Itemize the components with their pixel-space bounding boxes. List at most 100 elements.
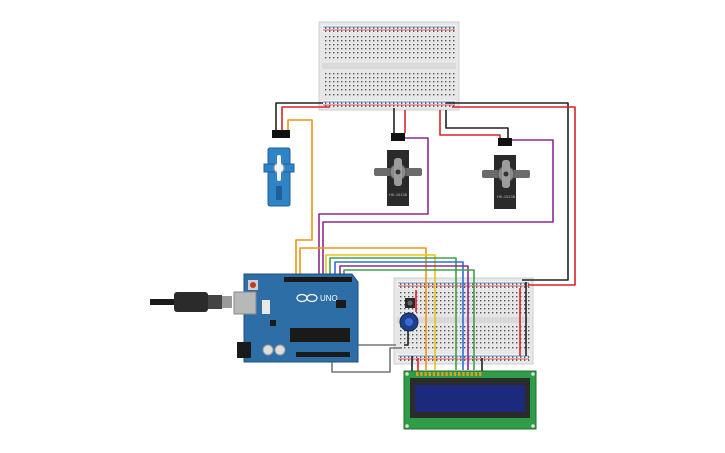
breadboard-hole [417, 77, 419, 79]
breadboard-hole [433, 44, 435, 46]
servo-2[interactable]: HK-15138 [374, 133, 422, 206]
breadboard-hole [452, 330, 454, 332]
wire-blue-pin[interactable] [334, 261, 464, 370]
breadboard-hole [341, 44, 343, 46]
micro-servo[interactable] [263, 130, 295, 207]
breadboard-hole [524, 312, 526, 314]
breadboard-hole [496, 300, 498, 302]
wire-servo2-signal[interactable] [318, 137, 429, 280]
breadboard-hole [472, 347, 474, 349]
breadboard-hole [397, 44, 399, 46]
breadboard-top[interactable] [318, 21, 460, 111]
breadboard-hole [341, 77, 343, 79]
breadboard-hole [424, 296, 426, 298]
wire-servo3-ground[interactable] [445, 110, 509, 138]
breadboard-hole [421, 77, 423, 79]
breadboard-hole [445, 105, 447, 107]
breadboard-hole [416, 338, 418, 340]
breadboard-hole [452, 342, 454, 344]
breadboard-hole [460, 283, 462, 285]
breadboard-hole [480, 283, 482, 285]
breadboard-hole [357, 30, 359, 32]
servo-3[interactable]: HK-15138 [482, 138, 530, 209]
breadboard-hole [444, 342, 446, 344]
breadboard-hole [500, 359, 502, 361]
breadboard-hole [373, 30, 375, 32]
wire-gray-a[interactable] [331, 347, 402, 373]
breadboard-hole [480, 286, 482, 288]
breadboard-hole [413, 48, 415, 50]
breadboard-hole [337, 73, 339, 75]
breadboard-hole [405, 102, 407, 104]
wire-servo3-power[interactable] [439, 110, 501, 140]
breadboard-hole [369, 89, 371, 91]
breadboard-hole [488, 359, 490, 361]
pushbutton[interactable] [405, 298, 415, 308]
breadboard-hole [464, 356, 466, 358]
breadboard-hole [437, 57, 439, 59]
breadboard-hole [385, 48, 387, 50]
lcd-pin [416, 372, 419, 376]
wire-micro-servo-ground[interactable] [275, 102, 323, 130]
breadboard-hole [393, 94, 395, 96]
breadboard-hole [453, 85, 455, 87]
lcd-pin [424, 372, 427, 376]
wire-pot-ground[interactable] [404, 327, 409, 346]
lcd-display[interactable] [403, 370, 537, 430]
wire-purple-pin[interactable] [339, 265, 469, 370]
breadboard-hole [424, 283, 426, 285]
breadboard-hole [448, 347, 450, 349]
usb-cable[interactable] [150, 292, 232, 312]
breadboard-hole [401, 77, 403, 79]
breadboard-hole [433, 40, 435, 42]
breadboard-hole [409, 52, 411, 54]
breadboard-hole [453, 52, 455, 54]
breadboard-hole [353, 81, 355, 83]
breadboard-hole [421, 36, 423, 38]
breadboard-hole [492, 286, 494, 288]
breadboard-hole [389, 40, 391, 42]
breadboard-hole [516, 308, 518, 310]
potentiometer[interactable] [399, 312, 419, 332]
breadboard-hole [353, 85, 355, 87]
breadboard-hole [512, 308, 514, 310]
breadboard-hole [488, 292, 490, 294]
breadboard-hole [512, 286, 514, 288]
breadboard-hole [417, 52, 419, 54]
breadboard-hole [401, 94, 403, 96]
breadboard-hole [365, 48, 367, 50]
wire-micro-servo-signal[interactable] [287, 119, 313, 280]
wire-yellow-pin[interactable] [325, 254, 436, 370]
wire-ground-top-to-right[interactable] [446, 102, 569, 281]
breadboard-hole [429, 40, 431, 42]
breadboard-hole [508, 326, 510, 328]
breadboard-hole [508, 359, 510, 361]
wire-power-top-to-right[interactable] [452, 106, 576, 286]
breadboard-hole [404, 296, 406, 298]
breadboard-hole [333, 102, 335, 104]
arduino-uno[interactable]: UNO [233, 273, 359, 363]
breadboard-hole [400, 308, 402, 310]
breadboard-hole [429, 77, 431, 79]
wire-orange-pin[interactable] [299, 247, 427, 370]
breadboard-hole [496, 342, 498, 344]
breadboard-hole [492, 326, 494, 328]
breadboard-hole [444, 300, 446, 302]
breadboard-hole [409, 85, 411, 87]
breadboard-hole [408, 356, 410, 358]
breadboard-hole [484, 286, 486, 288]
breadboard-hole [428, 304, 430, 306]
breadboard-hole [432, 338, 434, 340]
breadboard-hole [361, 94, 363, 96]
breadboard-hole [404, 342, 406, 344]
breadboard-hole [512, 347, 514, 349]
breadboard-hole [504, 312, 506, 314]
breadboard-hole [425, 85, 427, 87]
wire-green-pin-a[interactable] [329, 257, 457, 370]
breadboard-hole [337, 30, 339, 32]
wire-servo3-signal[interactable] [322, 139, 554, 280]
breadboard-hole [421, 73, 423, 75]
breadboard-hole [492, 330, 494, 332]
wire-micro-servo-power[interactable] [281, 106, 330, 130]
breadboard-hole [401, 40, 403, 42]
